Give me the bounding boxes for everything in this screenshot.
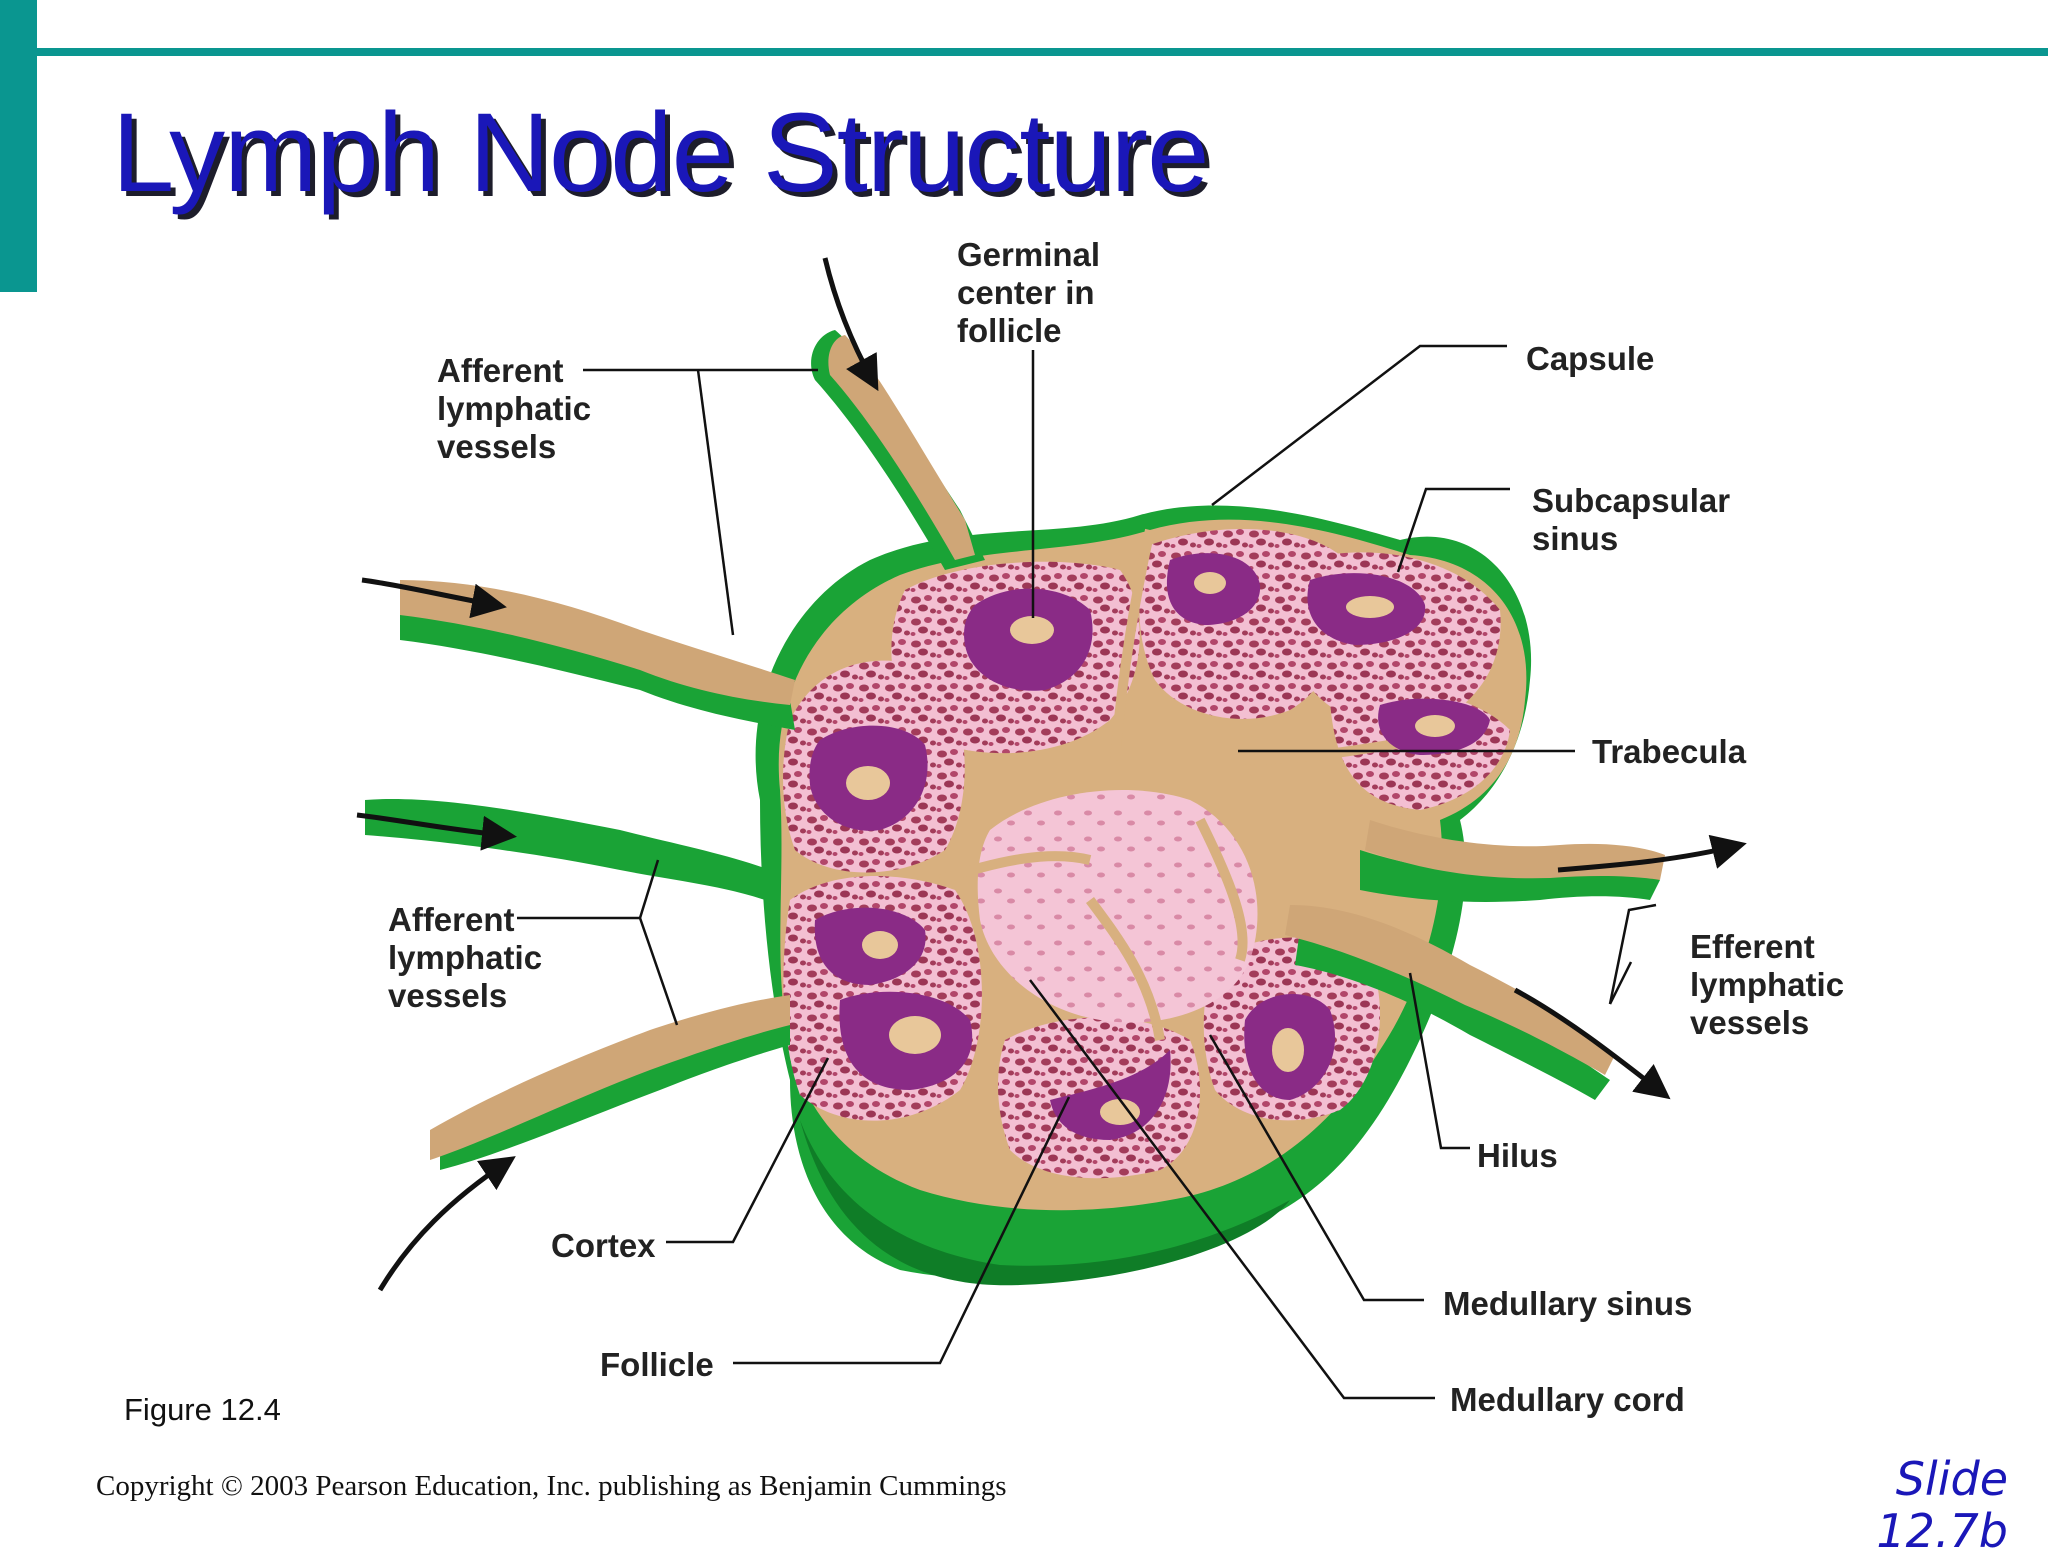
label-medullary-cord: Medullary cord [1450,1381,1685,1418]
follicles [809,553,1490,1140]
flow-arrows [356,257,1747,1292]
slide-number: Slide 12.7b [1808,1453,2008,1557]
leader-lines [517,344,1657,1400]
label-follicle: Follicle [600,1346,714,1383]
label-cortex: Cortex [551,1227,656,1264]
label-efferent: Efferent lymphatic vessels [1690,928,1853,1041]
label-trabecula: Trabecula [1592,733,1747,770]
copyright: Copyright © 2003 Pearson Education, Inc.… [96,1470,1007,1502]
slide-number-value: 12.7b [1876,1504,2008,1558]
label-capsule: Capsule [1526,340,1654,377]
slide-title: Lymph Node Structure [112,90,1209,215]
label-germinal-center: Germinal center in follicle [957,236,1109,349]
label-afferent-top: Afferent lymphatic vessels [437,352,600,465]
diagram-labels: Afferent lymphatic vessels Germinal cent… [388,236,1853,1418]
label-subcapsular-sinus: Subcapsular sinus [1532,482,1739,557]
slide-number-label: Slide [1895,1452,2008,1506]
label-medullary-sinus: Medullary sinus [1443,1285,1692,1322]
label-afferent-bottom: Afferent lymphatic vessels [388,901,551,1014]
label-hilus: Hilus [1477,1137,1558,1174]
medulla [977,790,1258,1023]
accent-line [37,48,2048,56]
accent-bar [0,0,37,292]
figure-label: Figure 12.4 [124,1392,281,1427]
